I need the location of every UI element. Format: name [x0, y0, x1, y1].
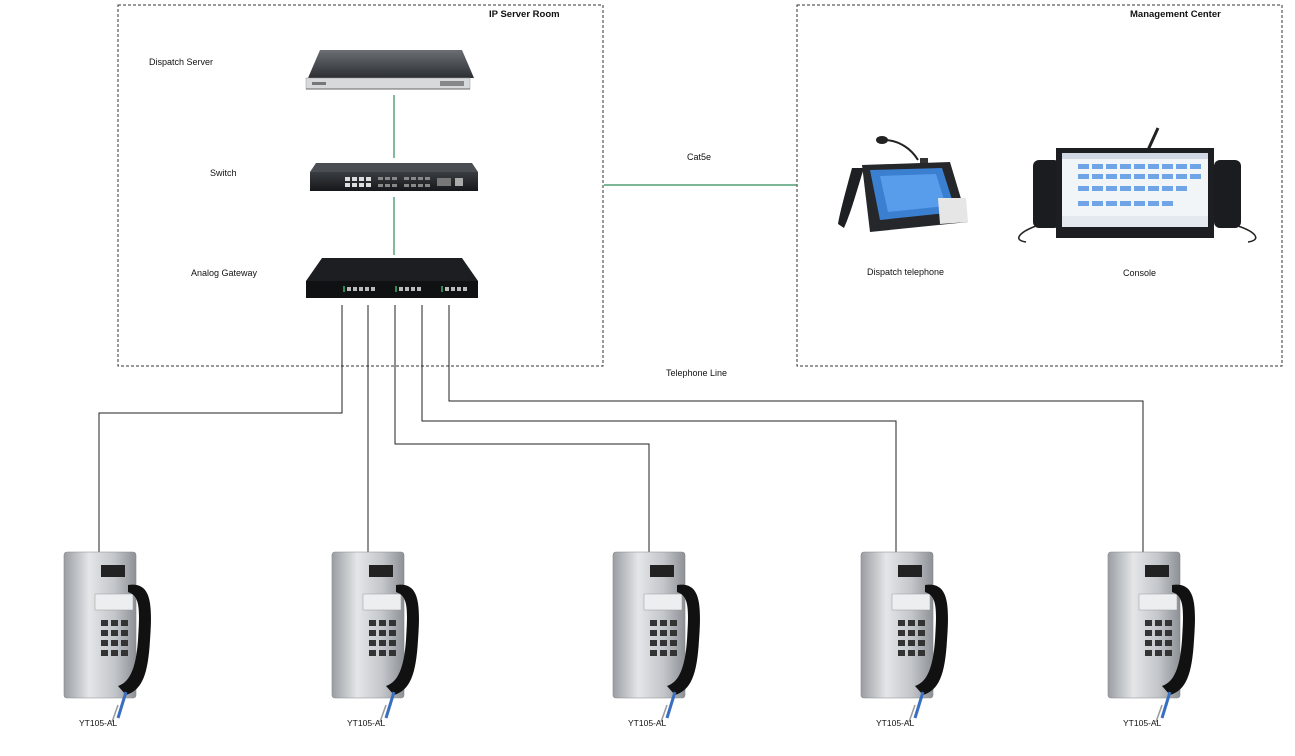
switch-label: Switch: [210, 168, 237, 178]
phone-unit: [612, 551, 700, 723]
phone-unit: [63, 551, 151, 723]
phone-unit: [331, 551, 419, 723]
console-label: Console: [1123, 268, 1156, 278]
analog-gateway-icon: [306, 258, 478, 298]
dispatch-telephone-icon: [838, 136, 968, 232]
dispatch-server-icon: [305, 50, 474, 90]
dispatch-telephone-label: Dispatch telephone: [867, 267, 944, 277]
server-room-title: IP Server Room: [489, 9, 560, 20]
switch-icon: [310, 163, 478, 191]
phone-unit: [860, 551, 948, 723]
phone-label: YT105-AL: [347, 718, 386, 728]
telephone-line-label: Telephone Line: [666, 368, 727, 378]
phone-label: YT105-AL: [628, 718, 667, 728]
phone-label: YT105-AL: [1123, 718, 1162, 728]
analog-gateway-label: Analog Gateway: [191, 268, 258, 278]
console-icon: [1018, 127, 1257, 243]
dispatch-server-label: Dispatch Server: [149, 57, 213, 67]
phone-label: YT105-AL: [876, 718, 915, 728]
server-room-zone: [117, 4, 604, 367]
management-title: Management Center: [1130, 9, 1221, 20]
phone-label: YT105-AL: [79, 718, 118, 728]
telephone-lines: [98, 305, 1144, 560]
cat5e-label: Cat5e: [687, 152, 711, 162]
phone-unit: [1107, 551, 1195, 723]
